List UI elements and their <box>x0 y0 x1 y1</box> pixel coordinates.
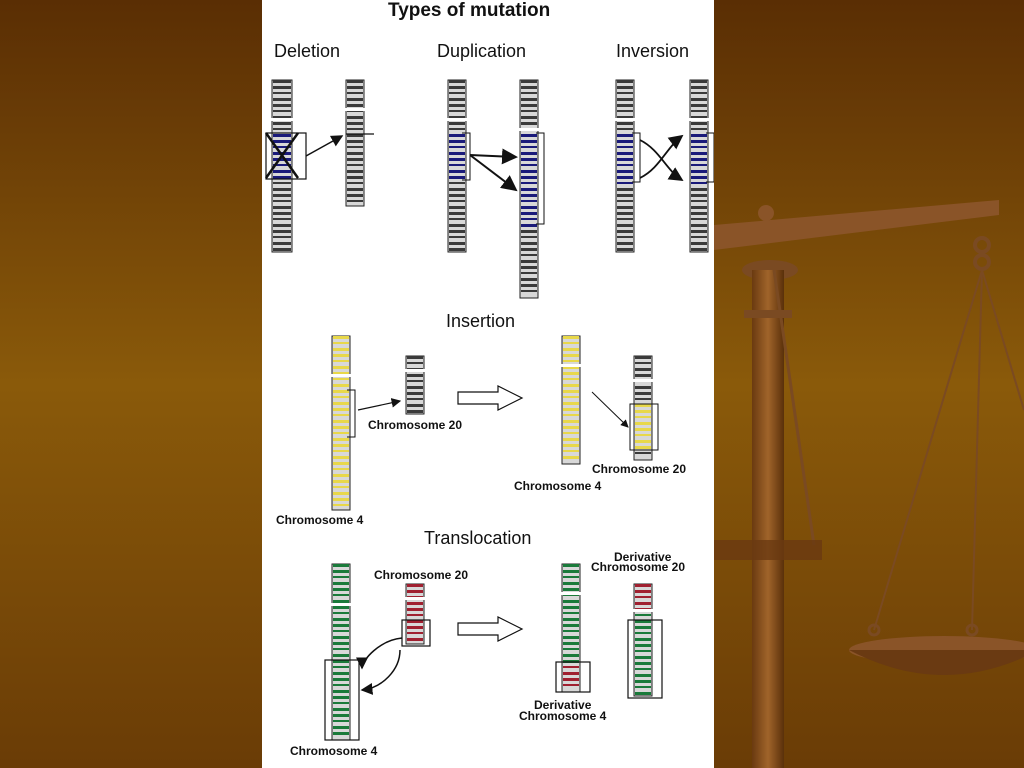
translocation-heading: Translocation <box>424 528 532 548</box>
derivative-20-label-line2: Chromosome 20 <box>591 560 686 574</box>
derivative-4-label-line2: Chromosome 4 <box>519 709 607 723</box>
derivative-4-box <box>555 661 591 693</box>
insertion-result-chromosome-4-label: Chromosome 4 <box>514 479 602 493</box>
translocation-chromosome-20 <box>405 583 425 645</box>
translocation-arrow-a <box>356 637 403 670</box>
inversion-bracket-a <box>632 132 641 183</box>
insertion-heading: Insertion <box>446 311 516 331</box>
translocation-chromosome-4-label: Chromosome 4 <box>290 744 378 758</box>
insertion-result-chromosome-4 <box>561 335 581 465</box>
insertion-chromosome-4 <box>331 335 351 511</box>
insertion-bracket <box>347 389 356 438</box>
inversion-chromosome-original <box>615 79 635 253</box>
insertion-result-arrow <box>457 385 524 411</box>
balance-scale-icon <box>714 200 1024 768</box>
translocation-arrow-b <box>360 649 401 695</box>
duplication-bracket-b <box>536 132 545 225</box>
deletion-arrow <box>305 135 344 157</box>
deletion-cross-b <box>264 132 300 179</box>
derivative-20-box <box>627 619 663 699</box>
duplication-bracket-a <box>462 132 471 181</box>
insertion-arrow <box>357 398 402 411</box>
inversion-arrow-a <box>639 139 684 181</box>
translocation-box-4 <box>324 659 360 741</box>
derivative-4-label-line1: Derivative <box>534 698 592 712</box>
insertion-result-line <box>591 391 629 428</box>
duplication-chromosome-result <box>519 79 539 299</box>
duplication-heading: Duplication <box>437 41 527 61</box>
duplication-arrow-a <box>469 148 518 165</box>
inversion-chromosome-result <box>689 79 709 253</box>
insertion-result-chromosome-20-label: Chromosome 20 <box>592 462 687 476</box>
mutation-figure: Types of mutation Deletion Duplication I… <box>262 0 714 768</box>
insertion-result-box <box>629 403 659 451</box>
translocation-box-20 <box>401 619 431 647</box>
translocation-chromosome-20-label: Chromosome 20 <box>374 568 469 582</box>
deletion-chromosome-result <box>345 79 365 207</box>
insertion-chromosome-4-label: Chromosome 4 <box>276 513 364 527</box>
inversion-bracket-b <box>706 132 714 183</box>
mutation-diagram <box>264 79 714 741</box>
insertion-result-chromosome-20 <box>633 355 653 461</box>
inversion-heading: Inversion <box>616 41 690 61</box>
derivative-20-label-line1: Derivative <box>614 550 672 564</box>
duplication-chromosome-original <box>447 79 467 253</box>
translocation-result-arrow <box>457 616 524 642</box>
translocation-chromosome-4 <box>331 563 351 741</box>
derivative-chromosome-4 <box>561 563 581 693</box>
inversion-arrow-b <box>639 134 684 179</box>
duplication-arrow-b <box>469 154 518 192</box>
insertion-chromosome-20 <box>405 355 425 415</box>
insertion-chromosome-20-label: Chromosome 20 <box>368 418 463 432</box>
deletion-chromosome-original <box>271 79 293 253</box>
deletion-heading: Deletion <box>274 41 341 61</box>
derivative-chromosome-20 <box>633 583 653 697</box>
figure-title: Types of mutation <box>388 0 551 21</box>
background-left <box>0 0 262 768</box>
